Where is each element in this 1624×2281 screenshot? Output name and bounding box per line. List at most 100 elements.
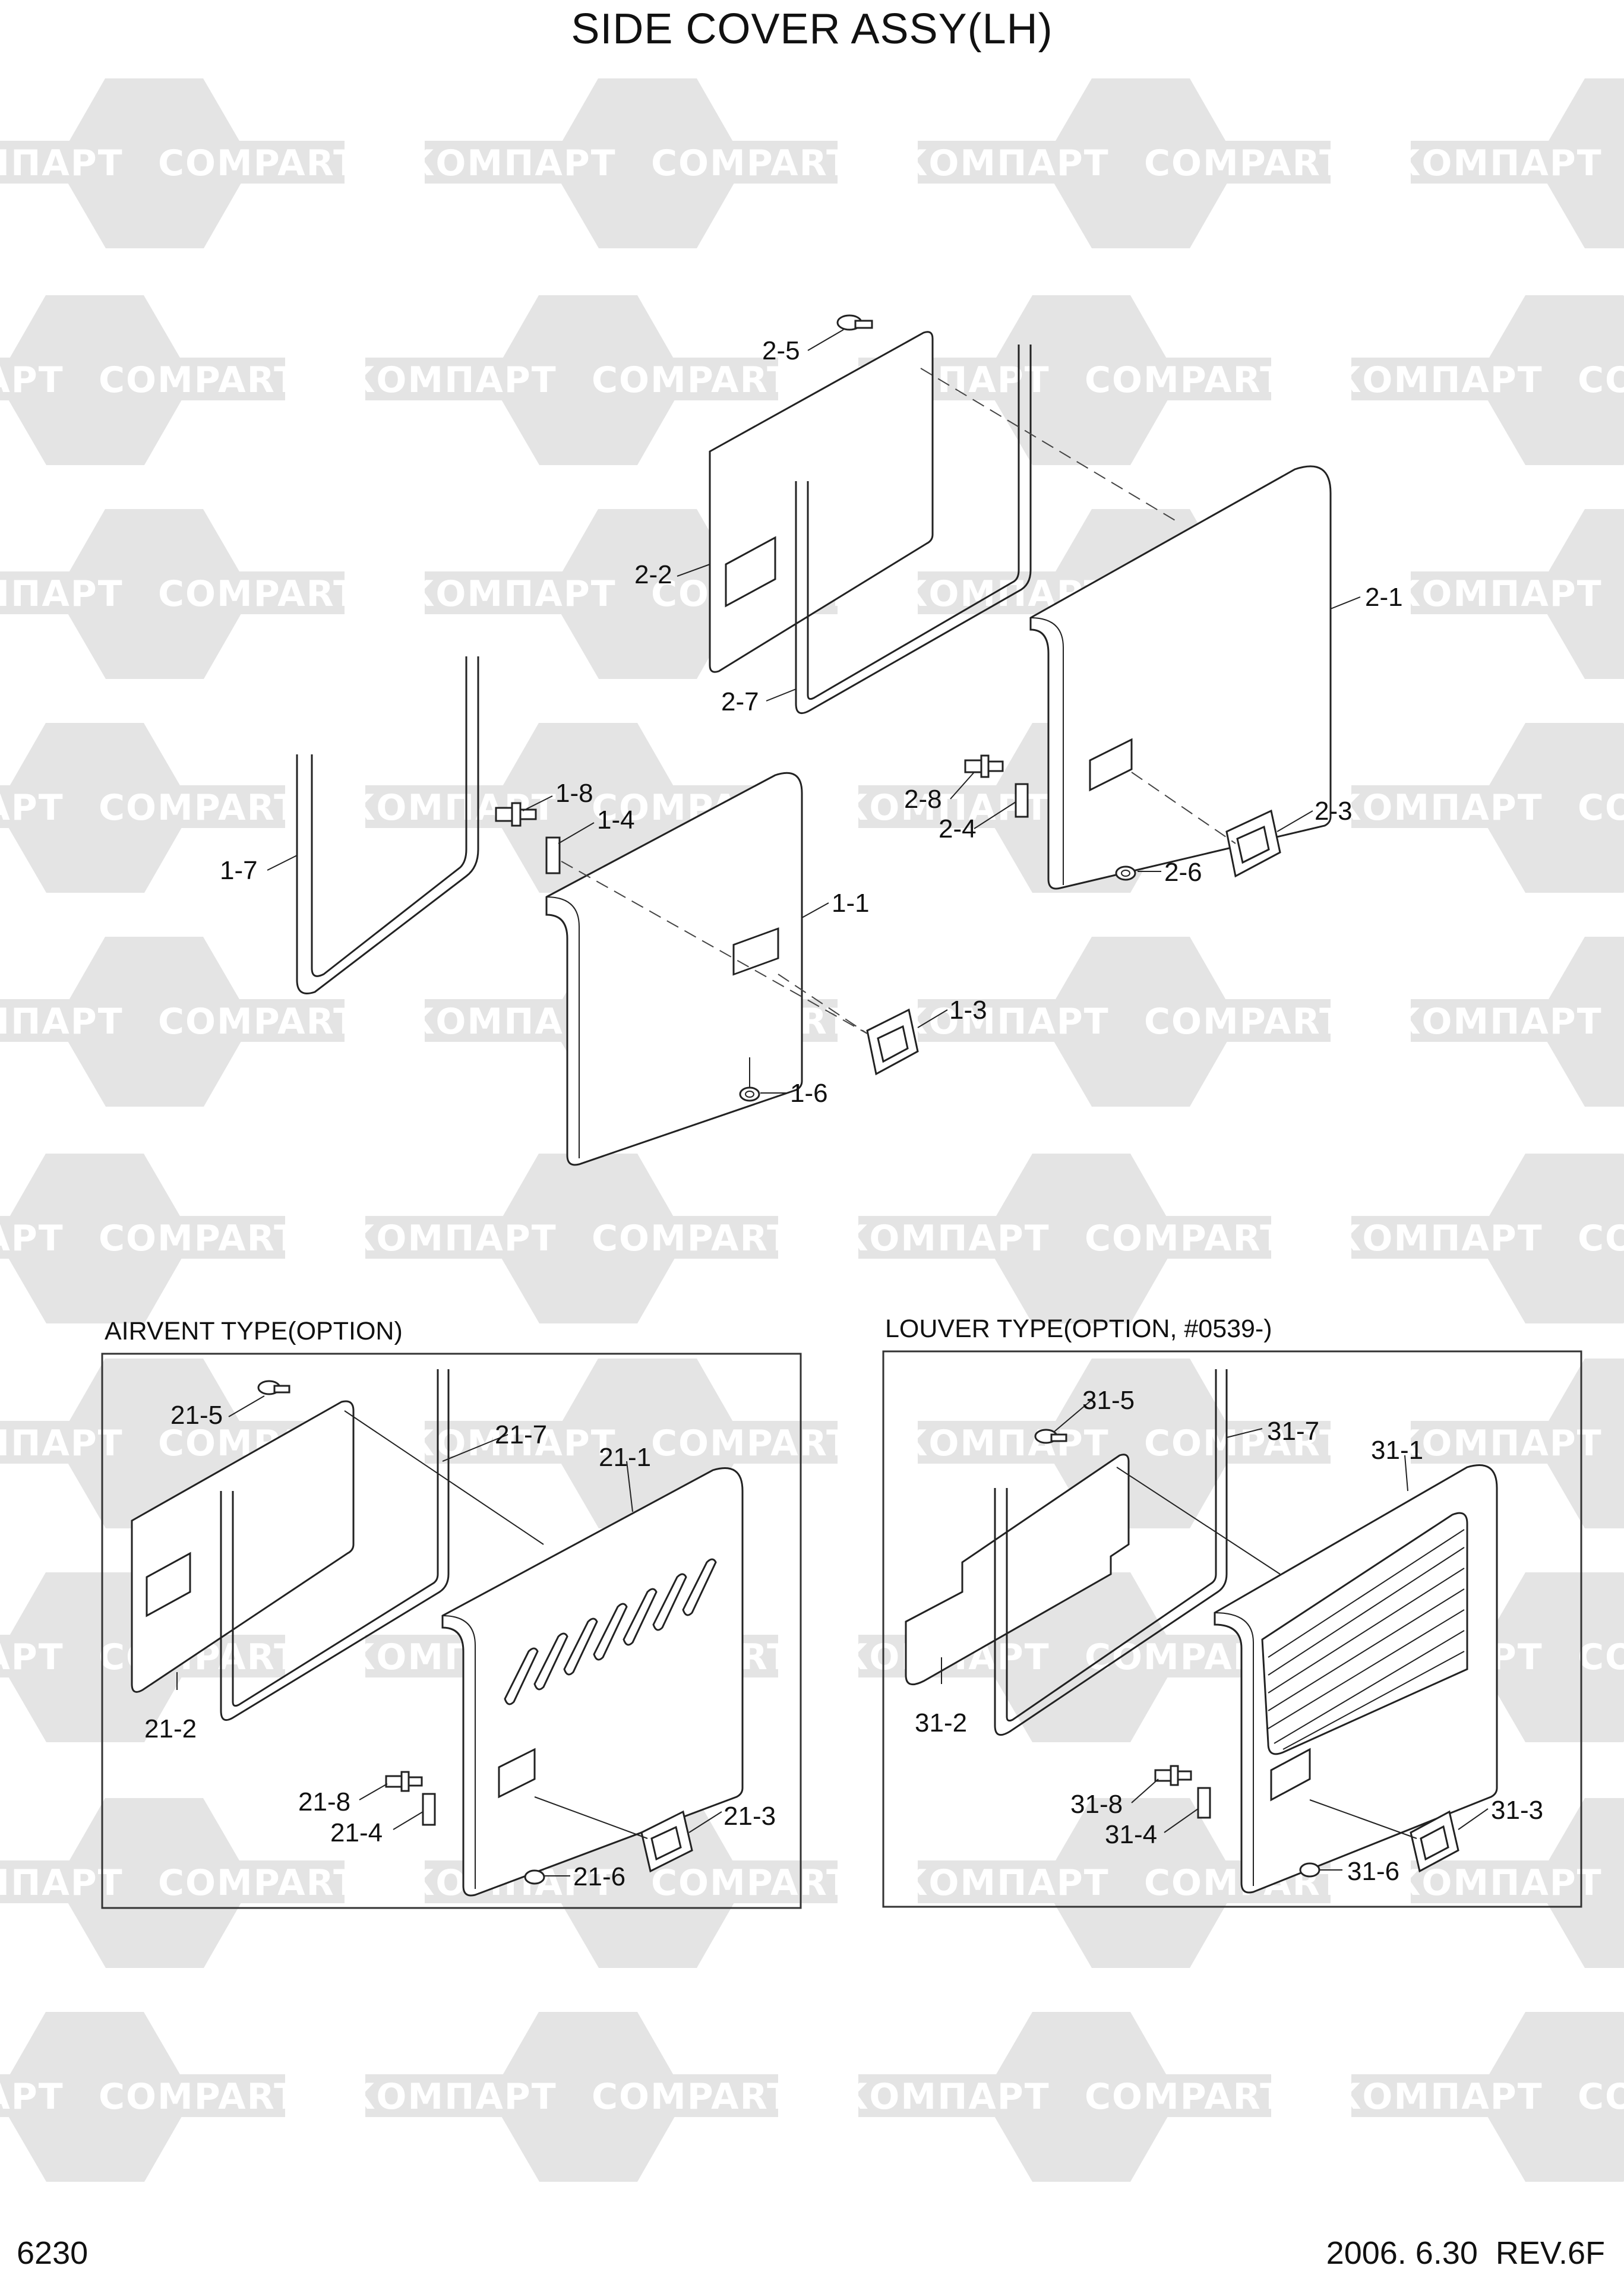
main-assembly: [296, 314, 1332, 1166]
watermark-bar: [1158, 999, 1331, 1042]
watermark-text: КОМПАРТ: [0, 787, 64, 829]
label-31-6: 31-6: [1347, 1857, 1399, 1886]
watermark-text: КОМПАРТ: [839, 1218, 1050, 1259]
cover-1-1: [545, 772, 803, 1166]
revision-date: 2006. 6.30 REV.6F: [1326, 2235, 1605, 2271]
pin-1-8: [495, 802, 537, 827]
watermark-text: КОМПАРТ: [839, 787, 1050, 829]
label-1-1: 1-1: [832, 889, 870, 918]
watermark-text: COMPART: [1578, 1218, 1624, 1259]
watermark-text: COMPART: [1578, 787, 1624, 829]
watermark-bar: [1411, 1421, 1583, 1464]
watermark-hexagon: [56, 509, 252, 679]
watermark-bar: [0, 1216, 45, 1259]
watermark-text: КОМПАРТ: [0, 1636, 64, 1678]
label-21-2: 21-2: [144, 1714, 197, 1743]
watermark-hexagon: [490, 2012, 686, 2182]
label-1-8: 1-8: [555, 779, 593, 808]
watermark-hexagon: [490, 295, 686, 465]
watermark-bar: [1592, 358, 1624, 400]
label-2-7: 2-7: [721, 687, 759, 716]
label-2-1: 2-1: [1365, 583, 1403, 612]
clip-1-4: [545, 836, 561, 874]
watermark-text: КОМПАРТ: [1391, 1001, 1602, 1042]
watermark-bar: [918, 1421, 1090, 1464]
watermark-text: КОМПАРТ: [1391, 1423, 1602, 1464]
watermark-hexagon: [983, 1154, 1179, 1323]
watermark-hexagon: [983, 295, 1179, 465]
watermark-hexagon: [0, 295, 193, 465]
watermark-text: COMPART: [1578, 2076, 1624, 2118]
watermark-bar: [1099, 358, 1271, 400]
watermark-bar: [0, 785, 45, 828]
latch-2-3: [1225, 809, 1281, 878]
watermark-hexagon: [56, 937, 252, 1107]
label-31-1: 31-1: [1371, 1436, 1423, 1465]
label-2-4: 2-4: [939, 814, 977, 843]
watermark-bar: [1411, 999, 1583, 1042]
watermark-hexagon: [549, 509, 745, 679]
watermark-text: КОМПАРТ: [346, 1218, 557, 1259]
watermark-hexagon: [983, 2012, 1179, 2182]
watermark-text: КОМПАРТ: [898, 143, 1109, 184]
watermark-hexagon: [1476, 1572, 1624, 1742]
watermark-text: КОМПАРТ: [1332, 359, 1543, 401]
label-2-5: 2-5: [762, 336, 800, 365]
watermark-text: КОМПАРТ: [0, 2076, 64, 2118]
watermark-text: COMPART: [592, 1218, 792, 1259]
seal-2-7: [795, 345, 1032, 715]
label-31-3: 31-3: [1491, 1796, 1543, 1825]
label-31-5: 31-5: [1082, 1386, 1135, 1415]
watermark-bar: [606, 1216, 778, 1259]
watermark-text: COMPART: [99, 359, 299, 401]
watermark-bar: [1411, 141, 1583, 184]
watermark-bar: [172, 999, 345, 1042]
label-2-8: 2-8: [904, 785, 942, 814]
watermark-bar: [365, 2074, 538, 2117]
watermark-hexagon: [1042, 937, 1238, 1107]
label-31-8: 31-8: [1070, 1790, 1123, 1819]
watermark-hexagon: [1476, 295, 1624, 465]
watermark-text: COMPART: [1578, 359, 1624, 401]
watermark-text: КОМПАРТ: [0, 359, 64, 401]
watermark-bar: [172, 571, 345, 614]
watermark-bar: [918, 1860, 1090, 1903]
watermark-bar: [0, 141, 104, 184]
screw-2-5: [836, 314, 873, 331]
watermark-bar: [0, 1421, 104, 1464]
label-1-3: 1-3: [949, 996, 987, 1025]
watermark-text: КОМПАРТ: [0, 1001, 124, 1042]
watermark-text: КОМПАРТ: [0, 143, 124, 184]
watermark-text: COMPART: [1085, 2076, 1285, 2118]
watermark-hexagon: [0, 723, 193, 893]
airvent-assembly: [131, 1369, 744, 1897]
inner-panel-2-2: [709, 331, 934, 673]
watermark-bar: [0, 1860, 104, 1903]
watermark-text: КОМПАРТ: [1332, 2076, 1543, 2118]
label-21-4: 21-4: [330, 1818, 383, 1847]
watermark-bar: [0, 2074, 45, 2117]
watermark-bar: [425, 141, 597, 184]
watermark-text: КОМПАРТ: [0, 573, 124, 615]
louver-section-title: LOUVER TYPE(OPTION, #0539-): [885, 1315, 1272, 1343]
watermark-bar: [665, 1860, 838, 1903]
label-31-2: 31-2: [915, 1708, 967, 1737]
watermark-bar: [0, 358, 45, 400]
watermark-text: COMPART: [158, 143, 359, 184]
watermark-hexagon: [0, 1154, 193, 1323]
label-21-1: 21-1: [599, 1443, 651, 1472]
